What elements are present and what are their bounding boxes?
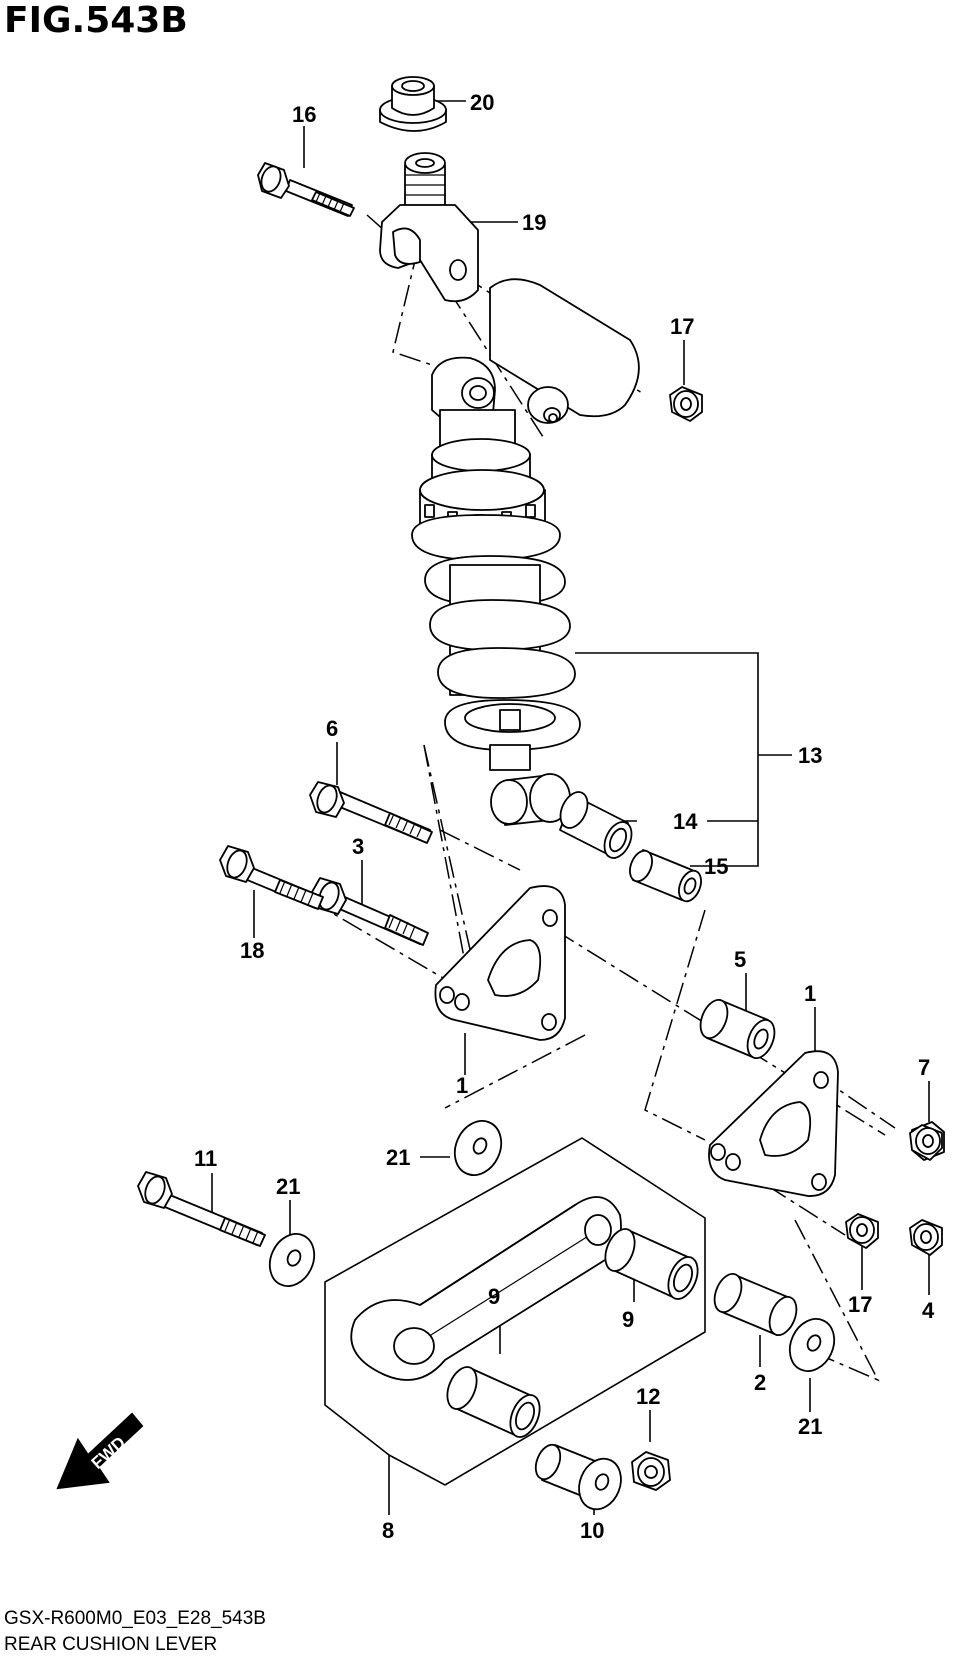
- model-code: GSX-R600M0_E03_E28_543B: [4, 1608, 266, 1629]
- callout-20: 20: [470, 90, 494, 115]
- callout-19: 19: [522, 210, 546, 235]
- callout-21-left: 21: [276, 1174, 300, 1199]
- callout-18: 18: [240, 938, 264, 963]
- part-9-bearing-lower: [446, 1366, 541, 1438]
- section-name: REAR CUSHION LEVER: [4, 1634, 218, 1655]
- part-5-collar: [699, 999, 776, 1059]
- part-3-bolt: [311, 877, 429, 946]
- callout-1-right: 1: [804, 981, 816, 1006]
- part-1-lever-right: [708, 1050, 839, 1197]
- part-6-bolt: [309, 781, 433, 844]
- callout-9-upper: 9: [622, 1307, 634, 1332]
- part-21-washer-right: [788, 1318, 836, 1372]
- part-21-washer-left: [268, 1233, 316, 1287]
- figure-title: FIG.543B: [4, 0, 188, 41]
- callout-5: 5: [734, 947, 746, 972]
- callout-1-left: 1: [456, 1073, 468, 1098]
- fwd-arrow-icon: FWD: [56, 1412, 144, 1490]
- part-2-collar: [713, 1273, 798, 1336]
- callout-17-lower: 17: [848, 1292, 872, 1317]
- part-4-nut: [909, 1219, 943, 1256]
- part-8-cushion-rod: [350, 1196, 622, 1381]
- shock-reservoir: [489, 278, 640, 424]
- callout-16: 16: [292, 102, 316, 127]
- part-20-nut: [379, 76, 447, 132]
- callout-3: 3: [352, 834, 364, 859]
- callout-11: 11: [194, 1146, 217, 1171]
- part-21-washer-top: [453, 1120, 503, 1176]
- callout-14: 14: [673, 809, 698, 834]
- part-16-bolt: [257, 162, 355, 217]
- part-1-lever-left: [434, 885, 566, 1041]
- callout-15: 15: [704, 854, 728, 879]
- part-12-nut: [631, 1451, 671, 1491]
- callout-12: 12: [636, 1384, 660, 1409]
- part-18-bolt: [219, 845, 324, 910]
- part-17-nut-upper: [669, 386, 703, 422]
- part-14-bearing: [559, 791, 633, 859]
- callout-21-right: 21: [798, 1414, 822, 1439]
- callout-21-top: 21: [386, 1145, 410, 1170]
- callout-4: 4: [922, 1298, 935, 1323]
- part-13-shock-absorber: [411, 356, 581, 826]
- part-11-bolt: [137, 1171, 266, 1247]
- part-19-clevis: [379, 152, 479, 303]
- callout-labels: 20 16 19 17 13 6 14 3 15 18 5 1 1 7 11 2…: [194, 90, 935, 1543]
- part-7-nut: [909, 1121, 945, 1161]
- callout-6: 6: [326, 716, 338, 741]
- callout-7: 7: [918, 1055, 930, 1080]
- callout-8: 8: [382, 1518, 394, 1543]
- part-10-collar: [534, 1443, 622, 1511]
- callout-9-lower: 9: [488, 1284, 500, 1309]
- part-17-nut-lower: [845, 1213, 879, 1249]
- callout-13: 13: [798, 743, 822, 768]
- part-15-collar: [629, 849, 702, 903]
- callout-17-upper: 17: [670, 314, 694, 339]
- callout-2: 2: [754, 1370, 766, 1395]
- part-9-bearing-upper: [604, 1228, 699, 1300]
- callout-10: 10: [580, 1518, 604, 1543]
